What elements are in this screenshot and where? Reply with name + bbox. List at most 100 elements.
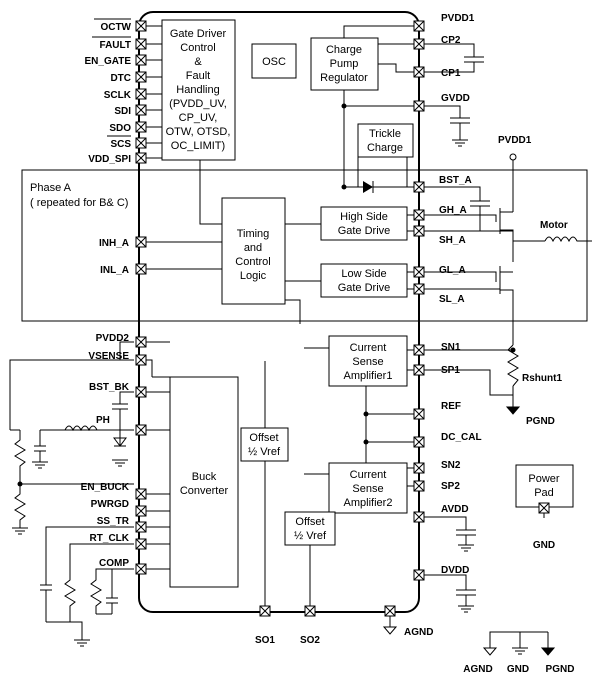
ph-label: PH <box>96 415 110 426</box>
pin-sdo: SDO <box>109 123 131 134</box>
pin-ss-tr: SS_TR <box>97 516 130 527</box>
phase-a-label: Phase A <box>30 182 72 194</box>
offset1-line-1: Offset <box>249 432 278 444</box>
offset2-block <box>284 511 336 546</box>
gate-driver-line-8: OTW, OTSD, <box>166 126 231 138</box>
charge-pump-line-2: Pump <box>330 58 359 70</box>
pin-gvdd: GVDD <box>441 93 470 104</box>
pin-sl-a: SL_A <box>439 294 465 305</box>
charge-pump-line-1: Charge <box>326 44 362 56</box>
legend-pgnd: PGND <box>546 664 575 675</box>
pin-cp1: CP1 <box>441 68 461 79</box>
rshunt-label: Rshunt1 <box>522 373 562 384</box>
osc-label: OSC <box>262 56 286 68</box>
pin-gl-a: GL_A <box>439 265 466 276</box>
high-side-line-1: High Side <box>340 211 388 223</box>
power-pad-line-1: Power <box>528 473 560 485</box>
pin-so1: SO1 <box>255 635 275 646</box>
offset2-line-1: Offset <box>295 516 324 528</box>
pin-rt-clk: RT_CLK <box>90 533 130 544</box>
pin-agnd: AGND <box>404 627 433 638</box>
low-side-gate-drive-block <box>320 263 408 298</box>
legend-gnd: GND <box>507 664 529 675</box>
power-pad-line-2: Pad <box>534 487 554 499</box>
offset2-line-2: ½ Vref <box>294 530 327 542</box>
gate-driver-line-3: & <box>194 56 202 68</box>
csa1-line-2: Sense <box>352 356 383 368</box>
legend-agnd: AGND <box>463 664 492 675</box>
pin-inh-a: INH_A <box>99 238 129 249</box>
pin-bst-a: BST_A <box>439 175 472 186</box>
pin-pvdd2: PVDD2 <box>96 333 130 344</box>
phase-a-region <box>21 169 588 322</box>
csa2-line-3: Amplifier2 <box>344 497 393 509</box>
pin-so2: SO2 <box>300 635 320 646</box>
pin-en-buck: EN_BUCK <box>81 482 130 493</box>
buck-line-2: Converter <box>180 485 229 497</box>
high-side-gate-drive-block <box>320 206 408 241</box>
chip-outline <box>138 11 420 613</box>
csa2-line-2: Sense <box>352 483 383 495</box>
pin-vsense: VSENSE <box>88 351 129 362</box>
gate-driver-line-1: Gate Driver <box>170 28 227 40</box>
pin-en-gate: EN_GATE <box>85 56 132 67</box>
pin-sn1: SN1 <box>441 342 461 353</box>
pin-fault: FAULT <box>100 40 131 51</box>
pin-dvdd: DVDD <box>441 565 469 576</box>
current-sense-amp2-block <box>328 462 408 514</box>
pvdd1-ext-label: PVDD1 <box>498 135 532 146</box>
pin-vdd-spi: VDD_SPI <box>88 154 131 165</box>
gate-driver-line-5: Handling <box>176 84 219 96</box>
gate-driver-block <box>161 19 236 161</box>
pin-pvdd1: PVDD1 <box>441 13 475 24</box>
pin-avdd: AVDD <box>441 504 469 515</box>
pin-octw: OCTW <box>100 22 131 33</box>
pin-cp2: CP2 <box>441 35 461 46</box>
phase-a-note: ( repeated for B& C) <box>30 197 128 209</box>
osc-block <box>251 43 297 79</box>
gate-driver-line-7: CP_UV, <box>179 112 218 124</box>
pin-sclk: SCLK <box>104 90 132 101</box>
trickle-line-1: Trickle <box>369 128 401 140</box>
pin-scs: SCS <box>110 139 131 150</box>
low-side-line-2: Gate Drive <box>338 282 391 294</box>
gate-driver-line-9: OC_LIMIT) <box>171 140 225 152</box>
power-pad-block <box>515 464 574 508</box>
power-pad-gnd-label: GND <box>533 540 555 551</box>
pin-comp: COMP <box>99 558 129 569</box>
pin-gh-a: GH_A <box>439 205 467 216</box>
csa2-line-1: Current <box>350 469 387 481</box>
csa1-line-1: Current <box>350 342 387 354</box>
motor-label: Motor <box>540 220 568 231</box>
timing-line-4: Logic <box>240 270 267 282</box>
high-side-line-2: Gate Drive <box>338 225 391 237</box>
pin-dc-cal: DC_CAL <box>441 432 482 443</box>
timing-control-block <box>221 197 286 305</box>
charge-pump-block <box>310 37 379 91</box>
pin-dtc: DTC <box>110 73 131 84</box>
pin-bst-bk: BST_BK <box>89 382 130 393</box>
gate-driver-line-4: Fault <box>186 70 210 82</box>
pgnd-label: PGND <box>526 416 555 427</box>
low-side-line-1: Low Side <box>341 268 386 280</box>
trickle-charge-block <box>357 123 414 158</box>
bootstrap-diode <box>363 181 373 193</box>
pin-ref: REF <box>441 401 461 412</box>
pin-pwrgd: PWRGD <box>91 499 129 510</box>
charge-pump-line-3: Regulator <box>320 72 368 84</box>
gate-driver-line-2: Control <box>180 42 215 54</box>
timing-line-2: and <box>244 242 262 254</box>
pin-sp2: SP2 <box>441 481 460 492</box>
pin-sdi: SDI <box>114 106 131 117</box>
current-sense-amp1-block <box>328 335 408 387</box>
buck-converter-block <box>169 376 239 588</box>
offset1-line-2: ½ Vref <box>248 446 281 458</box>
timing-line-1: Timing <box>237 228 270 240</box>
pin-sn2: SN2 <box>441 460 461 471</box>
trickle-line-2: Charge <box>367 142 403 154</box>
csa1-line-3: Amplifier1 <box>344 370 393 382</box>
pin-sh-a: SH_A <box>439 235 466 246</box>
pin-inl-a: INL_A <box>100 265 129 276</box>
gate-driver-line-6: (PVDD_UV, <box>169 98 227 110</box>
